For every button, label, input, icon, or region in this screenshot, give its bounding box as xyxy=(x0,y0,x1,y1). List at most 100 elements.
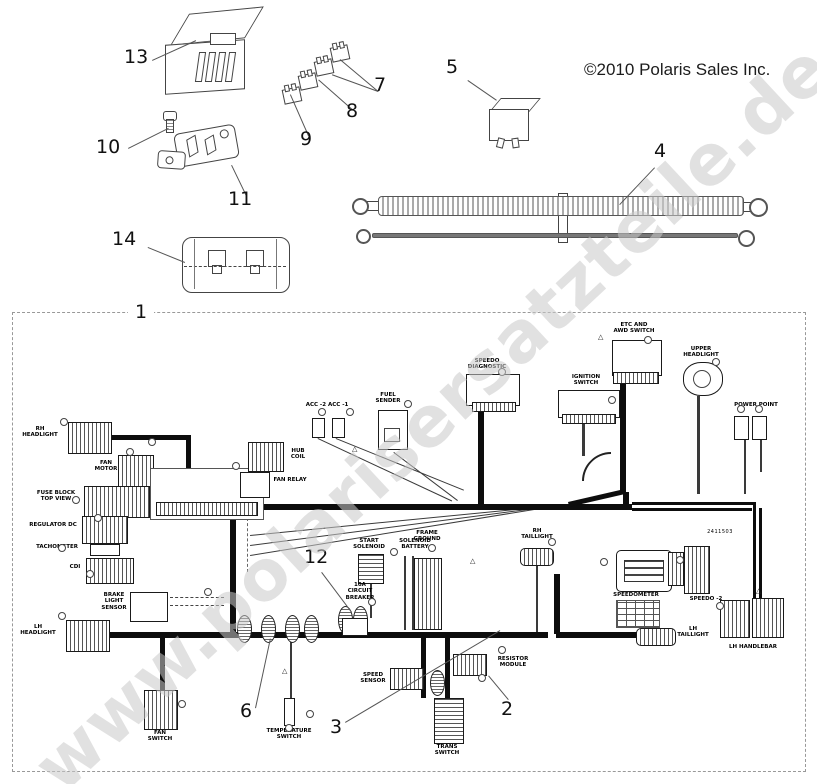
regulator-dc-connector xyxy=(82,516,128,544)
label-resistor-module: RESISTOR MODULE xyxy=(497,656,529,669)
label-rh-headlight: RH HEADLIGHT xyxy=(22,426,58,439)
callout-12: 12 xyxy=(304,546,329,568)
brake-light-sensor xyxy=(130,592,168,622)
speedo-diagnostic-pins xyxy=(472,402,516,412)
label-speedo-diagnostic: SPEEDO DIAGNOSTIC xyxy=(467,358,507,371)
harness-wire xyxy=(112,435,190,440)
harness-wire-double xyxy=(632,502,756,505)
trans-switch xyxy=(434,698,464,744)
wire-callout xyxy=(390,548,398,556)
label-fuel-sender: FUEL SENDER xyxy=(375,392,401,405)
label-ignition-switch: IGNITION SWITCH xyxy=(571,374,601,387)
start-solenoid xyxy=(358,554,384,584)
harness-wire-double xyxy=(753,502,756,604)
ignition-pins xyxy=(562,414,616,424)
part8-fuse xyxy=(297,72,319,91)
callout-11: 11 xyxy=(228,188,253,210)
tachometer-connector xyxy=(90,544,120,556)
upper-headlight-inner xyxy=(693,370,711,388)
part14-tab-notch xyxy=(212,265,222,274)
wire-callout xyxy=(306,710,314,718)
label-solenoid-battery: SOLENOID BATTERY xyxy=(399,538,431,551)
label-upper-headlight: UPPER HEADLIGHT xyxy=(683,346,719,359)
speedo-2-connector xyxy=(684,546,710,594)
leader-line xyxy=(467,80,497,101)
dashed-wire xyxy=(170,597,224,598)
leader-line xyxy=(331,74,379,92)
part14-fold-line xyxy=(276,239,277,289)
wire-callout xyxy=(86,570,94,578)
wire-callout xyxy=(126,448,134,456)
harness-wire xyxy=(554,574,560,634)
label-speedometer: SPEEDOMETER xyxy=(613,592,659,598)
wire-callout xyxy=(712,358,720,366)
label-brake-light-sensor: BRAKE LIGHT SENSOR xyxy=(101,592,127,611)
harness-wire xyxy=(230,504,632,510)
callout-13: 13 xyxy=(124,46,149,68)
warning-triangle-icon: △ xyxy=(282,667,288,675)
wire-callout xyxy=(676,556,684,564)
wire xyxy=(412,556,414,630)
wire xyxy=(744,438,746,494)
warning-triangle-icon: △ xyxy=(470,557,476,565)
part4-ring-terminal xyxy=(749,198,768,217)
callout-6: 6 xyxy=(240,700,253,722)
fuel-sender-inner xyxy=(384,428,400,442)
speed-sensor xyxy=(390,668,424,690)
splice-oval xyxy=(285,615,300,643)
part4-clamp xyxy=(558,193,568,243)
hub-coil xyxy=(248,442,284,472)
dashed-wire xyxy=(170,605,224,606)
harness-wire xyxy=(556,632,648,638)
pinout-table xyxy=(616,600,660,628)
wire xyxy=(290,638,292,698)
wire-callout xyxy=(178,700,186,708)
label-trans-switch: TRANS SWITCH xyxy=(434,744,460,757)
label-lh-taillight: LH TAILLIGHT xyxy=(677,626,709,639)
label-rh-taillight: RH TAILLIGHT xyxy=(521,528,553,541)
etc-awd-switch xyxy=(612,340,662,376)
harness-wire-double xyxy=(632,508,752,511)
harness-wire xyxy=(623,492,629,506)
warning-triangle-icon: △ xyxy=(756,587,762,595)
speedometer-inner xyxy=(624,560,664,582)
lh-taillight-connector xyxy=(636,628,676,646)
power-point-terminal xyxy=(734,416,749,440)
label-lh-handlebar: LH HANDLEBAR xyxy=(729,644,777,650)
etc-awd-pins xyxy=(613,372,659,384)
wire-callout xyxy=(498,368,506,376)
wire-callout xyxy=(478,674,486,682)
fan-switch xyxy=(144,690,178,730)
fuse-block-terminals xyxy=(156,502,258,516)
acc1-fuse xyxy=(332,418,345,438)
harness-wire xyxy=(478,412,484,506)
wire-callout xyxy=(498,646,506,654)
harness-wire xyxy=(230,504,236,638)
label-tachometer: TACHOMETER xyxy=(36,544,78,550)
resistor-module xyxy=(453,654,487,676)
acc2-fuse xyxy=(312,418,325,438)
wire-callout xyxy=(404,400,412,408)
lh-handlebar-connector xyxy=(720,600,750,638)
fan-motor-connector xyxy=(118,455,154,487)
wire-callout xyxy=(232,462,240,470)
dashed-wire xyxy=(247,518,248,572)
wire-callout xyxy=(94,514,102,522)
rh-taillight-connector xyxy=(520,548,554,566)
power-point-ring xyxy=(755,405,763,413)
part14-fold-line xyxy=(194,239,195,289)
label-speed-sensor: SPEED SENSOR xyxy=(360,672,386,685)
wire-callout xyxy=(318,408,326,416)
cdi-connector xyxy=(86,558,134,584)
wire-callout xyxy=(204,588,212,596)
wire-callout xyxy=(644,336,652,344)
temperature-switch-bulb xyxy=(285,724,293,732)
part9-fuse xyxy=(281,86,303,105)
harness-part-number: 2411503 xyxy=(707,529,733,535)
circuit-breaker xyxy=(342,618,368,636)
part4-ring-terminal xyxy=(738,230,755,247)
callout-4: 4 xyxy=(654,140,667,162)
part14-tab-notch xyxy=(250,265,260,274)
power-point-ring xyxy=(737,405,745,413)
speedo-diagnostic-connector xyxy=(466,374,520,406)
